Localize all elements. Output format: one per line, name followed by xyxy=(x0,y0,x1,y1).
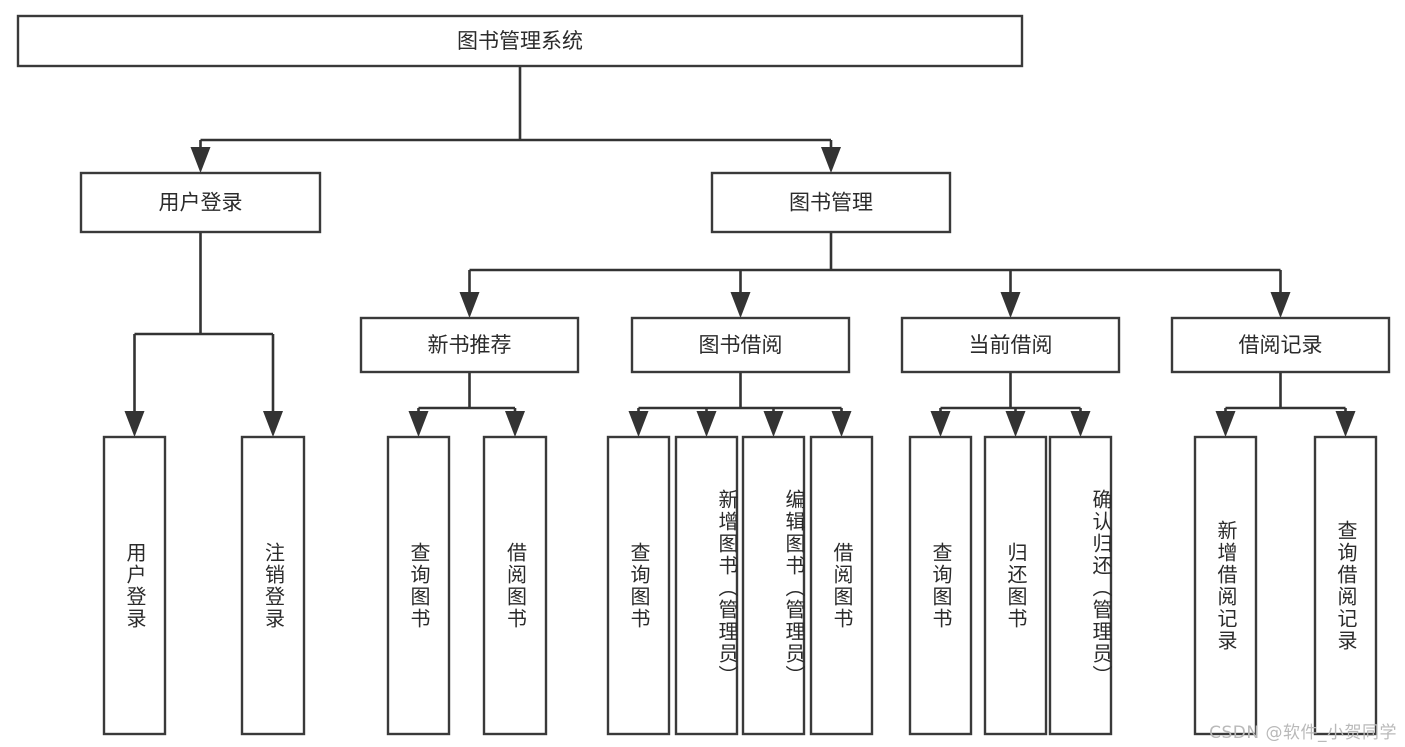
node-box-leaf-user-login[interactable] xyxy=(102,435,167,736)
arrow-head-leaf-user-login xyxy=(124,411,145,437)
arrow-head-leaf-borrow-book-2 xyxy=(831,411,852,437)
csdn-watermark: CSDN @软件_小贺同学 xyxy=(1209,723,1397,743)
node-box-leaf-query-book-2[interactable] xyxy=(606,435,671,736)
node-box-leaf-query-record[interactable] xyxy=(1313,435,1378,736)
node-label-borrow: 图书借阅 xyxy=(699,333,783,357)
node-label-current: 当前借阅 xyxy=(969,333,1053,357)
arrow-head-leaf-return-book xyxy=(1005,411,1026,437)
node-box-leaf-query-book-3[interactable] xyxy=(908,435,973,736)
arrow-head-leaf-query-book-2 xyxy=(628,411,649,437)
node-box-leaf-borrow-book-2[interactable] xyxy=(809,435,874,736)
node-label-login: 用户登录 xyxy=(159,191,243,215)
node-box-leaf-confirm-return[interactable] xyxy=(1048,435,1113,736)
arrow-head-leaf-edit-book xyxy=(763,411,784,437)
arrow-head-record xyxy=(1270,292,1291,318)
arrow-head-leaf-add-book xyxy=(696,411,717,437)
arrow-head-leaf-add-record xyxy=(1215,411,1236,437)
node-box-leaf-edit-book[interactable] xyxy=(741,435,806,736)
node-box-leaf-add-book[interactable] xyxy=(674,435,739,736)
node-box-newbook[interactable] xyxy=(359,316,580,374)
connector-layer xyxy=(124,66,1356,437)
node-box-borrow[interactable] xyxy=(630,316,851,374)
arrow-head-login xyxy=(190,147,211,173)
node-box-current[interactable] xyxy=(900,316,1121,374)
node-label-bookmgmt: 图书管理 xyxy=(789,191,873,215)
arrow-head-borrow xyxy=(730,292,751,318)
node-box-root[interactable] xyxy=(16,14,1024,68)
arrow-head-leaf-query-record xyxy=(1335,411,1356,437)
arrow-head-leaf-query-book-3 xyxy=(930,411,951,437)
node-box-bookmgmt[interactable] xyxy=(710,171,952,234)
node-box-leaf-logout[interactable] xyxy=(240,435,306,736)
node-box-leaf-borrow-book-1[interactable] xyxy=(482,435,548,736)
node-label-root: 图书管理系统 xyxy=(457,29,583,53)
node-box-leaf-add-record[interactable] xyxy=(1193,435,1258,736)
arrow-head-current xyxy=(1000,292,1021,318)
arrow-head-newbook xyxy=(459,292,480,318)
node-label-record: 借阅记录 xyxy=(1239,333,1323,357)
node-box-leaf-query-book-1[interactable] xyxy=(386,435,451,736)
node-box-record[interactable] xyxy=(1170,316,1391,374)
node-box-layer xyxy=(16,14,1391,736)
arrow-head-leaf-borrow-book-1 xyxy=(505,411,525,437)
node-box-login[interactable] xyxy=(79,171,322,234)
node-label-newbook: 新书推荐 xyxy=(428,333,512,357)
arrow-head-leaf-confirm-return xyxy=(1070,411,1091,437)
node-box-leaf-return-book[interactable] xyxy=(983,435,1048,736)
arrow-head-leaf-query-book-1 xyxy=(408,411,429,437)
arrow-head-leaf-logout xyxy=(263,411,283,437)
arrow-head-bookmgmt xyxy=(821,147,841,173)
